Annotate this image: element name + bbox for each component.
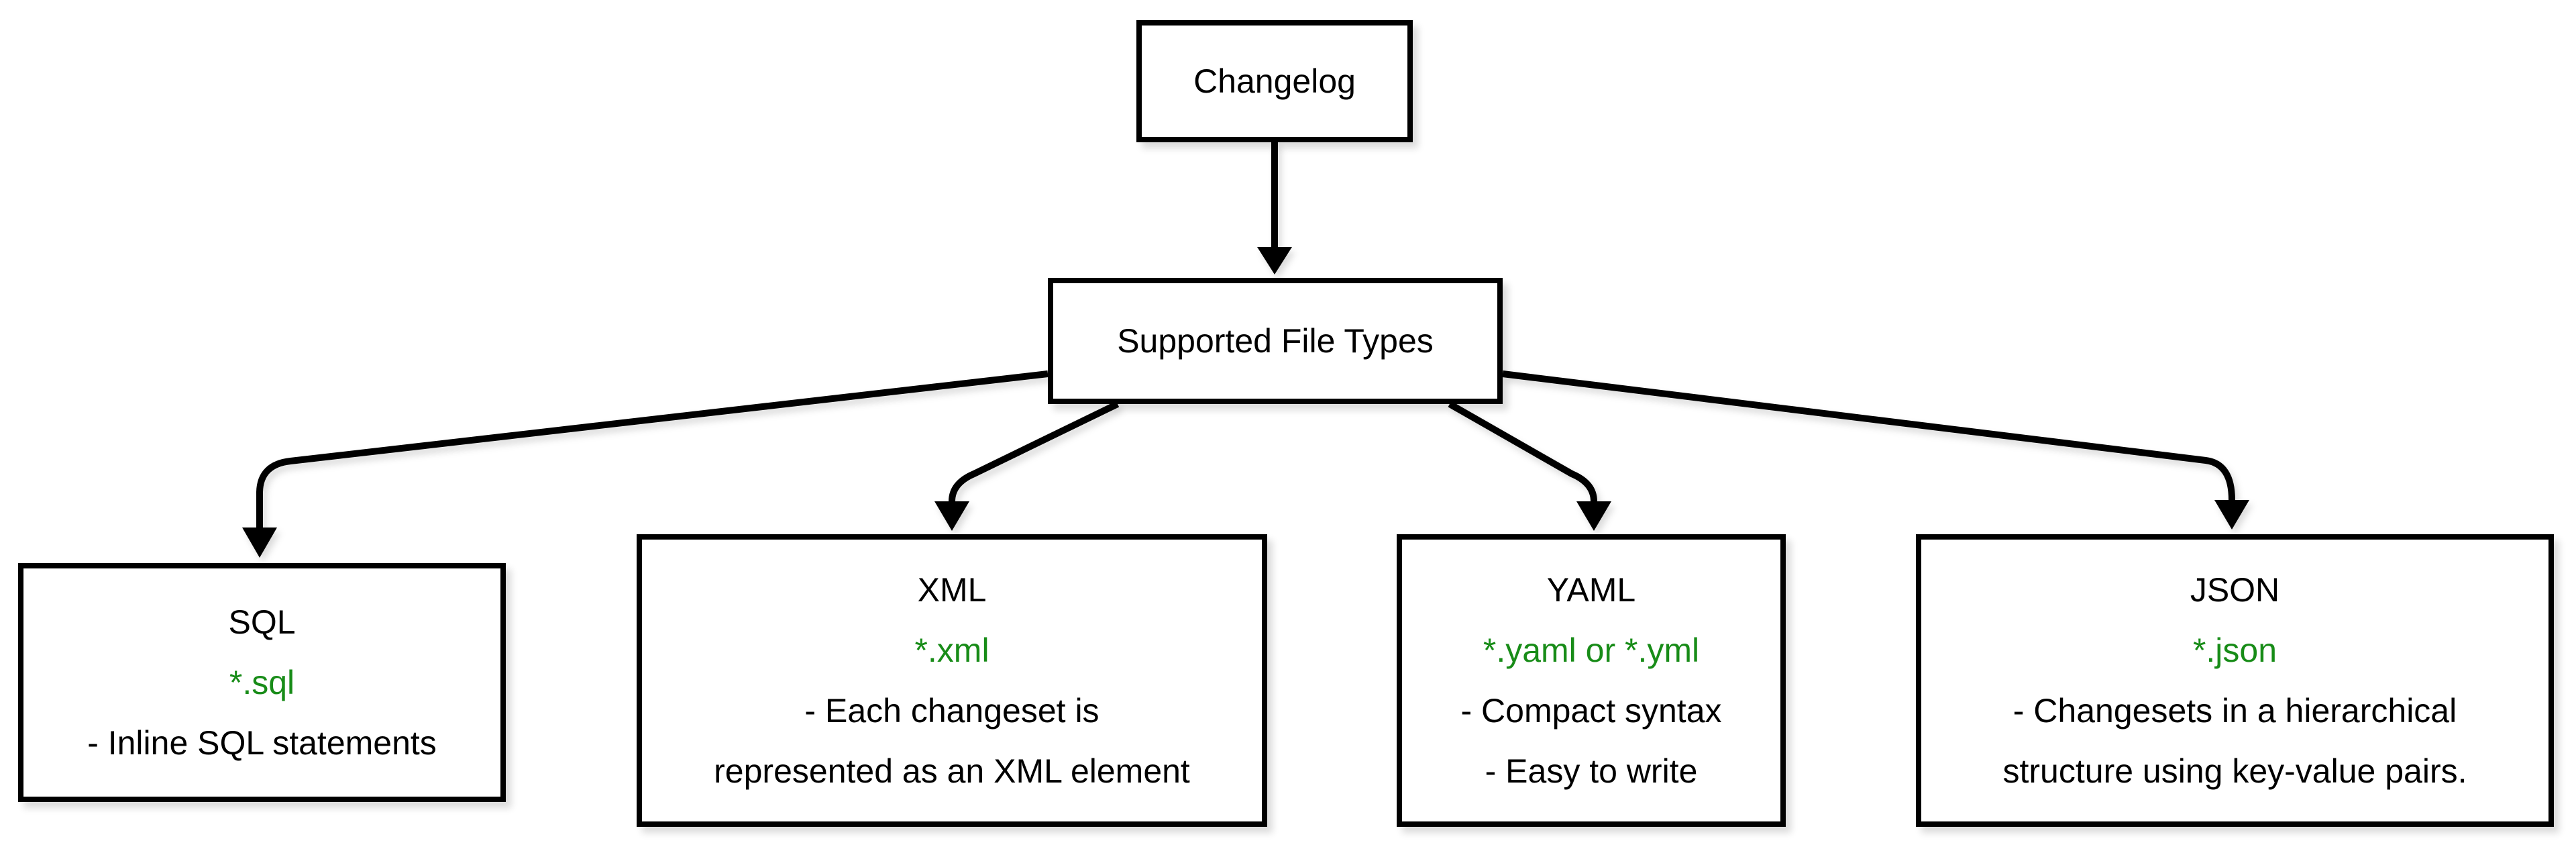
arrowhead-down-icon [1576, 501, 1611, 531]
detail-line: - Changesets in a hierarchical [2012, 692, 2457, 730]
edge-supported-to-xml [934, 401, 1120, 531]
node-changelog[interactable]: Changelog [1136, 20, 1413, 142]
detail-line: - Compact syntax [1460, 692, 1722, 730]
node-sql[interactable]: SQL *.sql - Inline SQL statements [18, 563, 506, 802]
node-label: Changelog [1193, 62, 1356, 100]
detail-line: - Easy to write [1485, 752, 1698, 790]
detail-line: - Each changeset is [804, 692, 1099, 730]
node-title: YAML [1546, 571, 1636, 609]
arrowhead-down-icon [2214, 500, 2249, 530]
file-pattern: *.xml [914, 632, 989, 669]
file-pattern: *.yaml or *.yml [1483, 632, 1700, 669]
edge-supported-to-sql [242, 370, 1049, 558]
edge-supported-to-json [1502, 370, 2249, 530]
arrowhead-down-icon [934, 501, 969, 531]
node-yaml[interactable]: YAML *.yaml or *.yml - Compact syntax - … [1397, 534, 1786, 827]
node-json[interactable]: JSON *.json - Changesets in a hierarchic… [1916, 534, 2554, 827]
node-title: XML [917, 571, 987, 609]
edge-supported-to-yaml [1448, 401, 1611, 531]
detail-line: structure using key-value pairs. [2002, 752, 2467, 790]
detail-line: - Inline SQL statements [87, 724, 437, 762]
node-title: JSON [2190, 571, 2280, 609]
node-supported-file-types[interactable]: Supported File Types [1048, 278, 1503, 404]
detail-line: represented as an XML element [714, 752, 1190, 790]
arrowhead-down-icon [1257, 247, 1292, 274]
node-title: SQL [228, 603, 296, 641]
file-pattern: *.json [2192, 632, 2277, 669]
arrowhead-down-icon [242, 528, 277, 558]
edge-changelog-to-supported [1257, 142, 1292, 274]
node-xml[interactable]: XML *.xml - Each changeset is represente… [637, 534, 1267, 827]
file-pattern: *.sql [229, 664, 295, 701]
node-label: Supported File Types [1117, 322, 1434, 360]
